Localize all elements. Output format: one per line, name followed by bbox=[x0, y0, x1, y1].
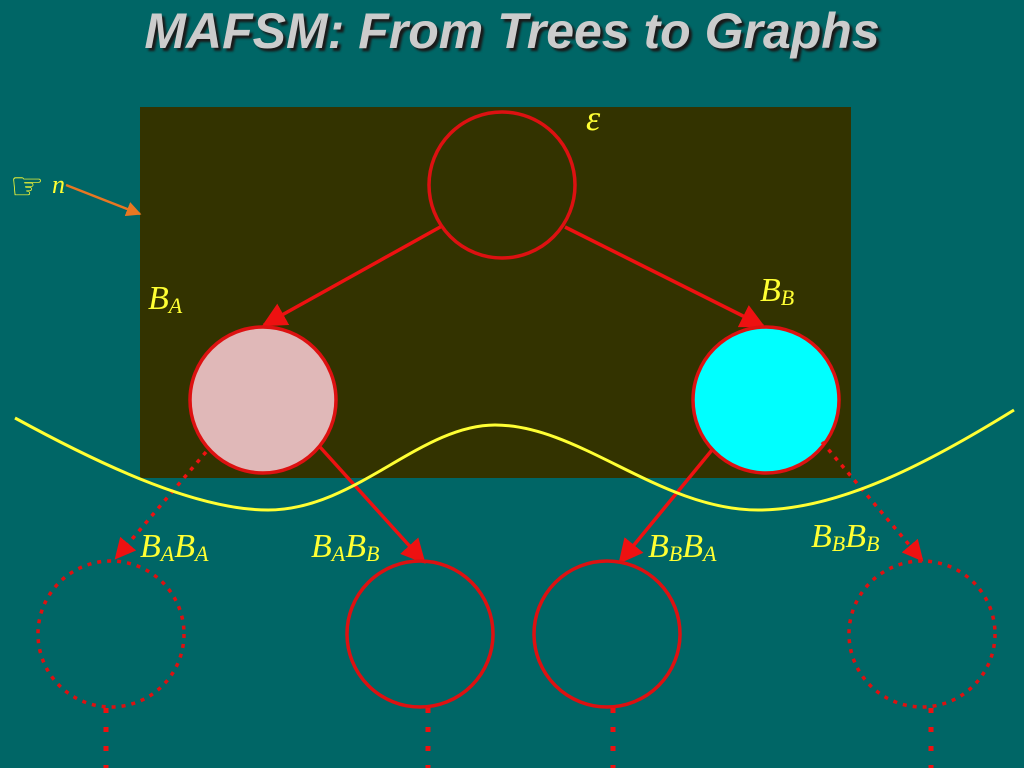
label-ba: BA bbox=[148, 280, 183, 318]
label-babb: BABB bbox=[311, 528, 380, 566]
edge-ba-to-baba bbox=[114, 450, 208, 560]
edge-ba-to-babb bbox=[318, 445, 426, 564]
node-baba bbox=[36, 559, 186, 709]
edge-root-to-ba bbox=[261, 224, 443, 327]
pointer-label: n bbox=[52, 170, 65, 199]
root-label: ε bbox=[586, 98, 601, 138]
edge-root-to-bb bbox=[564, 225, 766, 328]
node-babb bbox=[345, 559, 495, 709]
label-bbbb: BBBB bbox=[811, 518, 880, 556]
node-bbba bbox=[532, 559, 682, 709]
node-bbbb bbox=[847, 559, 997, 709]
node-ba bbox=[188, 325, 338, 475]
root-node bbox=[427, 110, 577, 260]
hand-pointing-icon: ☞ bbox=[10, 166, 45, 208]
frontier-curve bbox=[14, 408, 1015, 512]
pointer-arrow bbox=[65, 183, 142, 217]
label-baba: BABA bbox=[140, 528, 209, 566]
edge-bb-to-bbba bbox=[618, 448, 714, 564]
node-bb bbox=[691, 325, 841, 475]
label-bb: BB bbox=[760, 272, 795, 310]
label-bbba: BBBA bbox=[648, 528, 717, 566]
slide-title: MAFSM: From Trees to Graphs bbox=[144, 3, 880, 59]
